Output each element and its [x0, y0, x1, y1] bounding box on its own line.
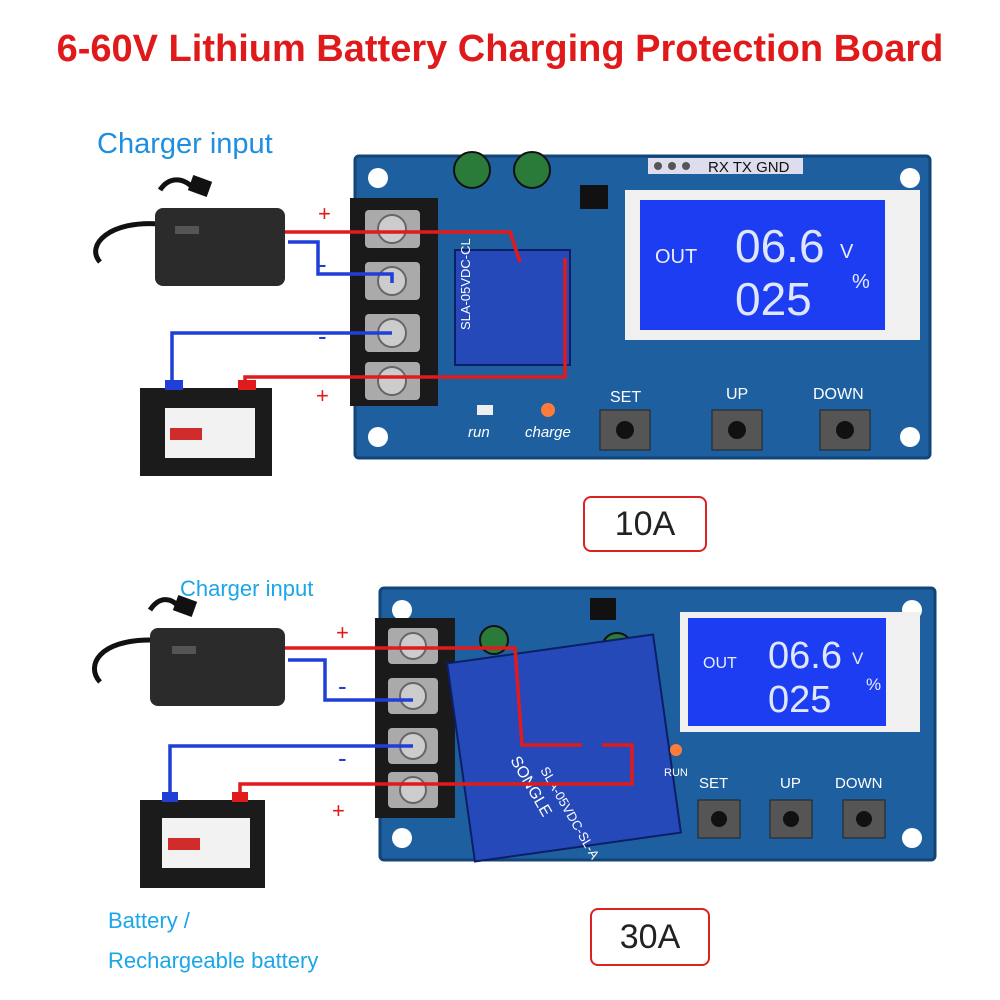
down-button-label-30a: DOWN [835, 775, 883, 792]
battery-caption-line-2: Rechargeable battery [108, 948, 319, 973]
minus-bottom-10a: - [318, 321, 327, 351]
lcd-percent-30a: 025 [768, 679, 831, 721]
charger-input-caption-2: Charger input [180, 576, 314, 601]
relay-30a [445, 633, 683, 863]
run-label-10a: run [468, 424, 490, 441]
set-button-label-30a: SET [699, 775, 728, 792]
lcd-percent-unit-30a: % [866, 675, 881, 694]
header-pins-label: RX TX GND [708, 159, 790, 176]
set-button-label-10a: SET [610, 389, 641, 406]
lcd-voltage-30a: 06.6 [768, 635, 842, 677]
capacitor-1 [453, 151, 491, 189]
plus-top-10a: + [318, 201, 331, 226]
run-led-10a [477, 405, 493, 415]
charger-icon-10a [93, 175, 285, 286]
rating-badge-30a: 30A [590, 908, 710, 966]
lcd-percent-10a: 025 [735, 273, 812, 325]
up-button-label-30a: UP [780, 775, 801, 792]
wires-30a [168, 646, 634, 796]
charge-label-10a: charge [525, 424, 571, 441]
lcd-percent-unit-10a: % [852, 271, 870, 293]
lcd-voltage-unit-30a: V [852, 649, 864, 668]
relay-10a [454, 249, 571, 366]
relay-label-10a: SLA-05VDC-CL [458, 238, 473, 330]
up-button-label-10a: UP [726, 386, 748, 403]
capacitor-3 [479, 625, 509, 655]
lcd-voltage-unit-10a: V [840, 241, 854, 263]
battery-caption-line-1: Battery / [108, 908, 190, 933]
lcd-out-label-30a: OUT [703, 655, 737, 672]
plus-top-30a: + [336, 620, 349, 645]
capacitor-2 [513, 151, 551, 189]
lcd-display-30a [688, 618, 886, 726]
lcd-display-10a [640, 200, 885, 330]
rating-badge-10a: 10A [583, 496, 707, 552]
charger-icon-30a [92, 595, 285, 706]
lcd-out-label-10a: OUT [655, 246, 697, 268]
run-label-30a: RUN [664, 767, 688, 779]
lcd-voltage-10a: 06.6 [735, 220, 825, 272]
minus-top-10a: - [318, 249, 327, 279]
page-title: 6-60V Lithium Battery Charging Protectio… [56, 28, 944, 70]
plus-bottom-30a: + [332, 798, 345, 823]
minus-top-30a: - [338, 671, 347, 701]
charge-led-10a [541, 403, 555, 417]
battery-icon-10a [140, 380, 272, 476]
terminal-block-10a [350, 198, 438, 406]
plus-bottom-10a: + [316, 383, 329, 408]
down-button-label-10a: DOWN [813, 386, 864, 403]
run-led-30a [670, 744, 682, 756]
battery-icon-30a [140, 792, 265, 888]
charger-input-caption-1: Charger input [97, 128, 273, 160]
minus-bottom-30a: - [338, 743, 347, 773]
